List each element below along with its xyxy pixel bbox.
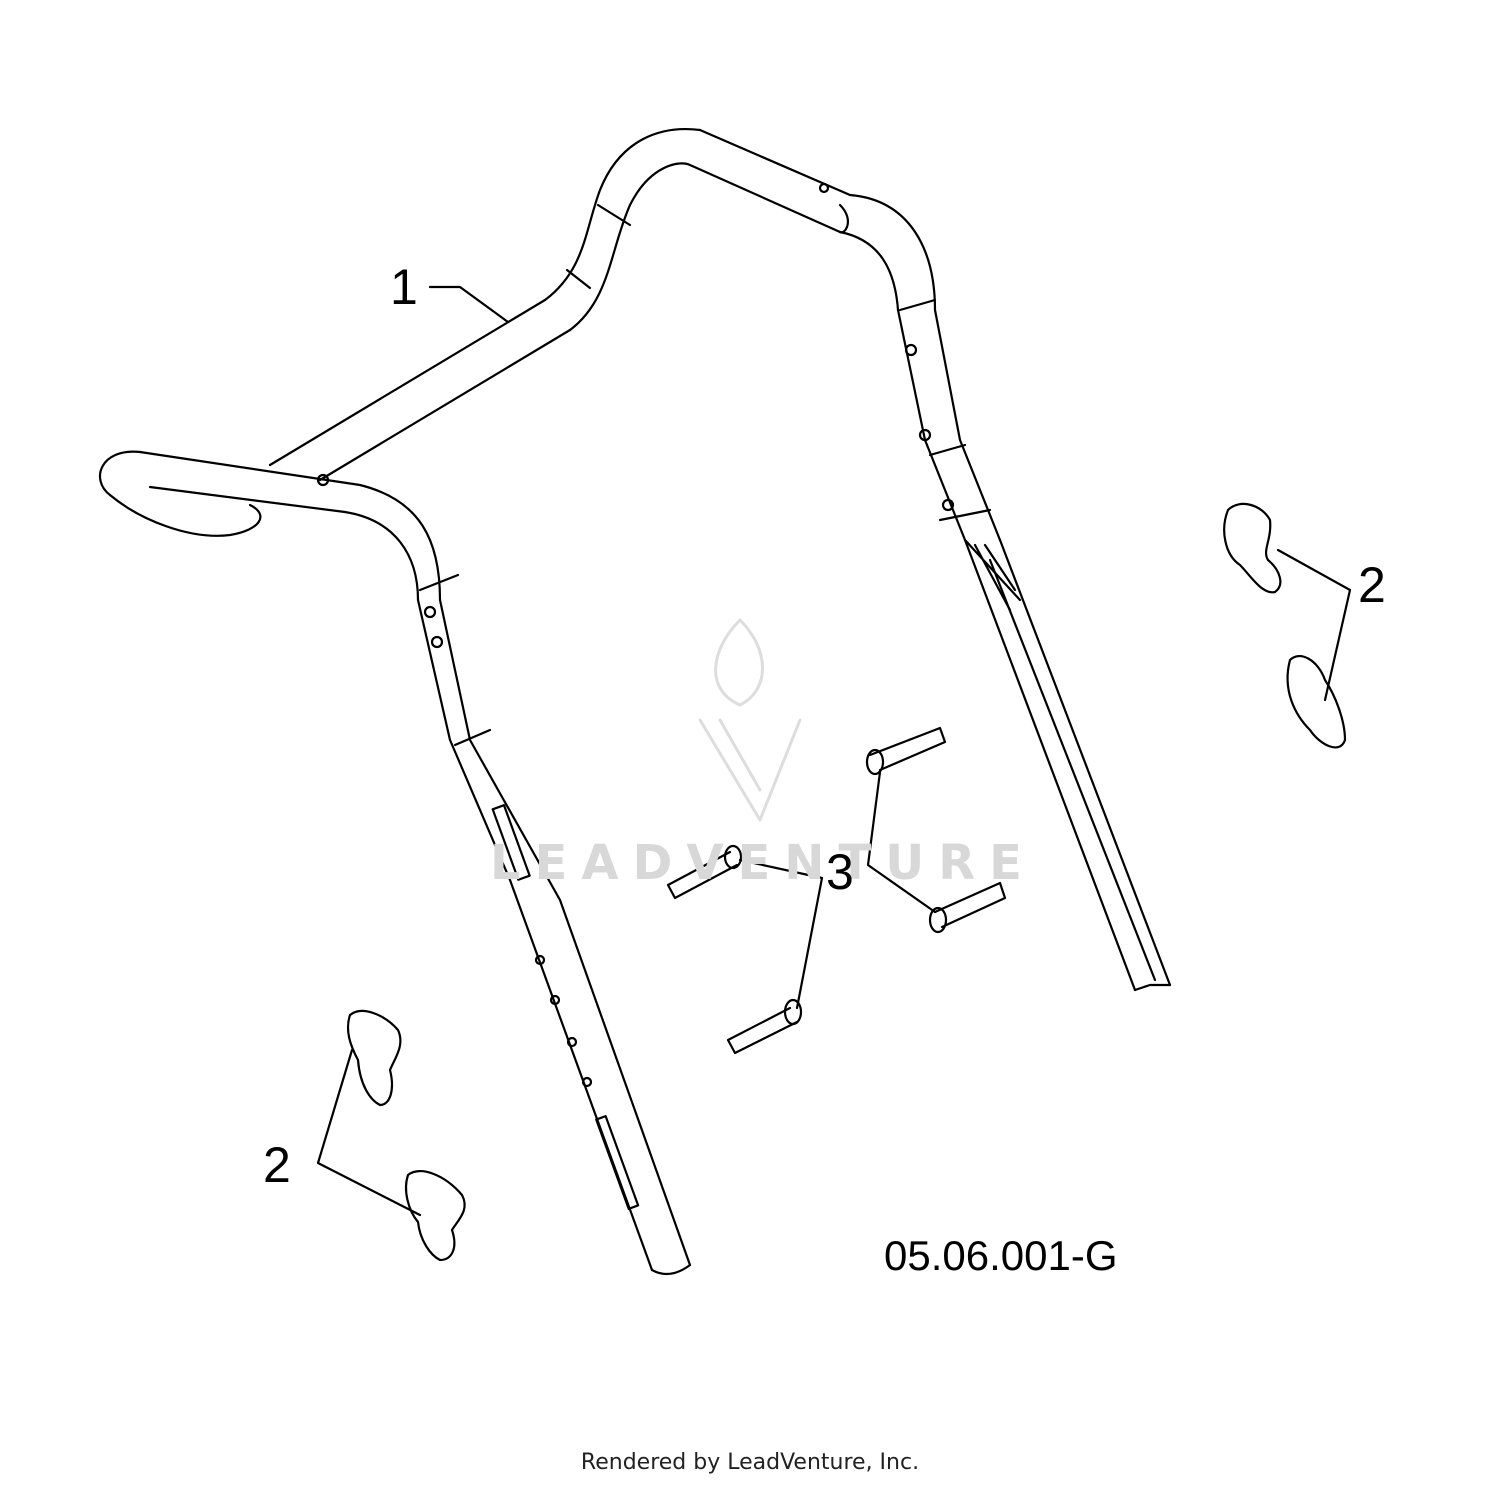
callout-3: 3 — [826, 844, 854, 900]
knob-icon — [346, 1009, 402, 1107]
bolt-icon — [726, 998, 803, 1055]
knob-icon — [1223, 502, 1282, 594]
leader-line-3b — [738, 858, 824, 1010]
bolt-icon — [666, 844, 743, 900]
callout-2-right: 2 — [1358, 557, 1386, 613]
watermark-logo — [698, 618, 802, 822]
leader-line-2b — [316, 1048, 422, 1217]
leader-line-2a — [1276, 548, 1352, 702]
bolt-icon — [865, 726, 947, 776]
leader-line-3a — [866, 770, 937, 914]
bolt-icon — [928, 881, 1007, 934]
leader-line-1 — [428, 285, 510, 324]
knob-icon — [404, 1170, 466, 1262]
watermark-text: LEADVENTURE — [490, 835, 1036, 891]
handle-tube — [99, 128, 1172, 1276]
callout-1: 1 — [390, 259, 418, 315]
footer-credit: Rendered by LeadVenture, Inc. — [580, 1450, 920, 1475]
callout-2-left: 2 — [263, 1137, 291, 1193]
figure-code: 05.06.001-G — [884, 1232, 1118, 1279]
knob-icon — [1286, 655, 1347, 749]
